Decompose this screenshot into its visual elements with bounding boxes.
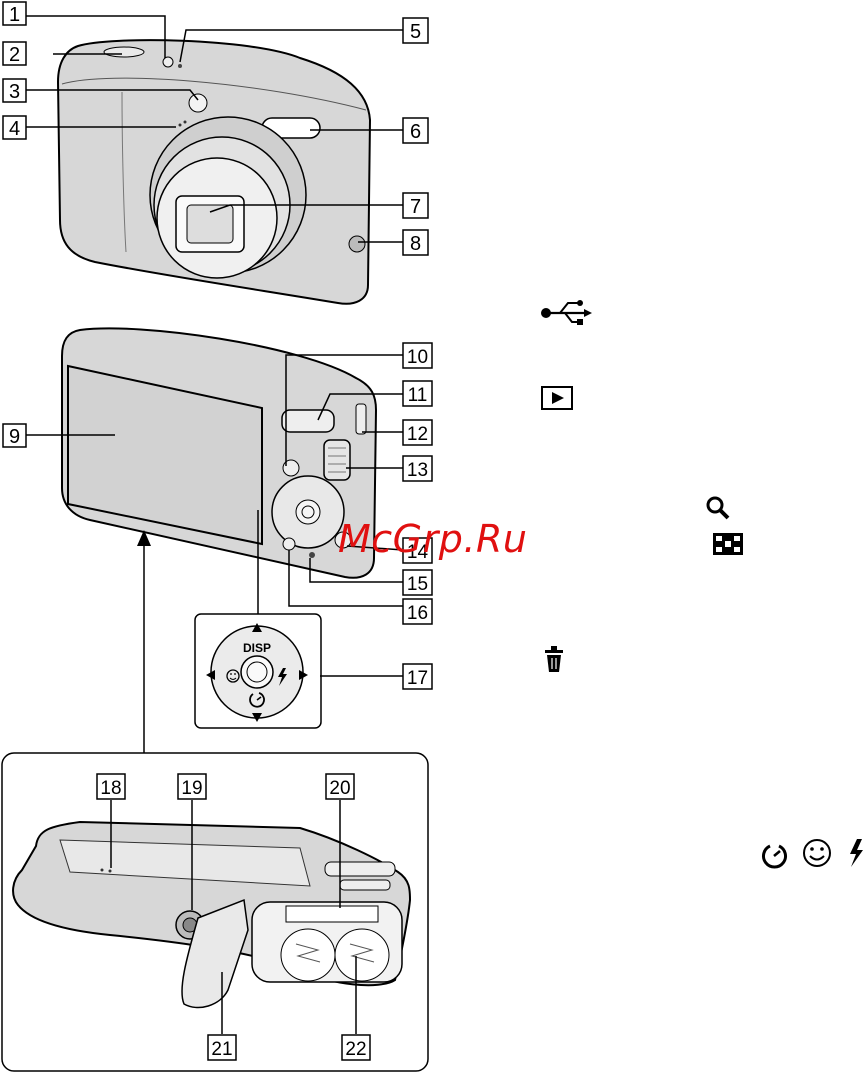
svg-text:10: 10 (407, 347, 428, 368)
callout-13: 13 (403, 456, 432, 481)
svg-text:17: 17 (407, 668, 428, 689)
svg-text:3: 3 (9, 81, 20, 103)
callout-19: 19 (178, 774, 206, 799)
callout-21: 21 (208, 1035, 236, 1060)
svg-text:7: 7 (410, 196, 421, 218)
svg-text:19: 19 (181, 778, 202, 799)
control-button-inset: DISP (195, 614, 321, 728)
svg-text:2: 2 (9, 44, 20, 66)
playback-icon (542, 387, 572, 409)
flash-icon (850, 839, 863, 867)
camera-front-view (58, 40, 370, 304)
svg-text:8: 8 (410, 233, 421, 255)
svg-text:4: 4 (9, 118, 20, 140)
svg-text:11: 11 (408, 385, 428, 406)
svg-text:5: 5 (410, 21, 421, 43)
callout-4: 4 (3, 116, 26, 140)
callout-20: 20 (326, 774, 354, 799)
callout-22: 22 (342, 1035, 370, 1060)
svg-text:12: 12 (407, 424, 428, 445)
self-timer-icon (764, 846, 786, 867)
svg-text:21: 21 (211, 1039, 232, 1060)
callout-12: 12 (403, 420, 432, 445)
smile-icon (804, 840, 830, 866)
camera-back-view (62, 328, 376, 577)
svg-text:1: 1 (9, 4, 20, 26)
callout-5: 5 (403, 18, 428, 43)
callout-15: 15 (403, 570, 432, 595)
callout-8: 8 (403, 230, 428, 255)
usb-icon (541, 300, 592, 325)
trash-icon (545, 646, 563, 672)
svg-text:20: 20 (329, 778, 350, 799)
callout-2: 2 (3, 42, 26, 66)
zoom-icon (708, 498, 728, 518)
svg-text:9: 9 (9, 426, 20, 448)
watermark: McGrp.Ru (338, 517, 527, 561)
callout-9: 9 (3, 424, 26, 448)
svg-text:18: 18 (100, 778, 121, 799)
callout-7: 7 (403, 193, 428, 218)
callout-11: 11 (403, 381, 432, 406)
callout-10: 10 (403, 343, 432, 368)
callout-6: 6 (403, 118, 428, 143)
index-icon (713, 533, 743, 555)
svg-text:16: 16 (407, 603, 428, 624)
svg-text:22: 22 (345, 1039, 366, 1060)
svg-text:15: 15 (407, 574, 428, 595)
callout-1: 1 (3, 2, 26, 26)
disp-label: DISP (243, 641, 271, 655)
callout-18: 18 (97, 774, 125, 799)
callout-3: 3 (3, 79, 26, 103)
callout-16: 16 (403, 599, 432, 624)
svg-text:13: 13 (407, 460, 428, 481)
callout-17: 17 (403, 664, 432, 689)
camera-bottom-view (2, 753, 428, 1071)
svg-text:6: 6 (410, 121, 421, 143)
